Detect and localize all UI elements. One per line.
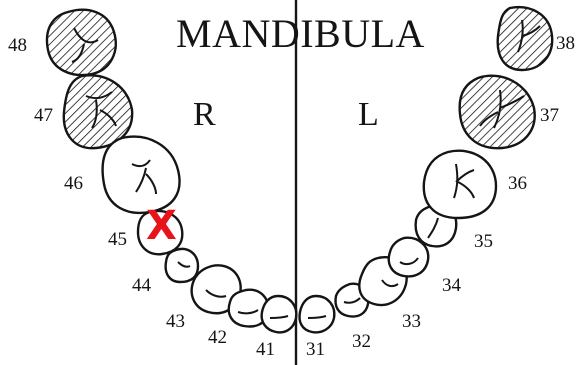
tooth-34 bbox=[387, 236, 430, 278]
tooth-number-35: 35 bbox=[474, 231, 493, 252]
tooth-number-33: 33 bbox=[402, 311, 421, 332]
tooth-36 bbox=[422, 149, 498, 220]
tooth-41 bbox=[260, 294, 298, 334]
side-label-right: R bbox=[193, 96, 216, 133]
tooth-45 bbox=[136, 209, 184, 256]
tooth-37 bbox=[458, 74, 536, 150]
tooth-number-48: 48 bbox=[8, 35, 27, 56]
tooth-number-34: 34 bbox=[442, 275, 461, 296]
tooth-number-37: 37 bbox=[540, 105, 559, 126]
tooth-46 bbox=[101, 135, 181, 215]
tooth-number-42: 42 bbox=[208, 327, 227, 348]
tooth-number-47: 47 bbox=[34, 105, 53, 126]
tooth-number-43: 43 bbox=[166, 311, 185, 332]
tooth-number-41: 41 bbox=[256, 339, 275, 360]
tooth-number-38: 38 bbox=[556, 33, 575, 54]
tooth-number-44: 44 bbox=[132, 275, 151, 296]
tooth-43 bbox=[190, 264, 242, 315]
tooth-47 bbox=[62, 74, 134, 150]
side-label-left: L bbox=[358, 96, 379, 133]
chart-title: MANDIBULA bbox=[176, 11, 425, 56]
tooth-38 bbox=[496, 5, 554, 72]
tooth-number-45: 45 bbox=[108, 229, 127, 250]
tooth-number-36: 36 bbox=[508, 173, 527, 194]
tooth-48 bbox=[45, 8, 117, 77]
extraction-mark-x: X bbox=[146, 203, 177, 249]
tooth-44 bbox=[164, 247, 200, 284]
tooth-31 bbox=[298, 294, 336, 334]
tooth-number-46: 46 bbox=[64, 173, 83, 194]
tooth-number-31: 31 bbox=[306, 339, 325, 360]
tooth-number-32: 32 bbox=[352, 331, 371, 352]
